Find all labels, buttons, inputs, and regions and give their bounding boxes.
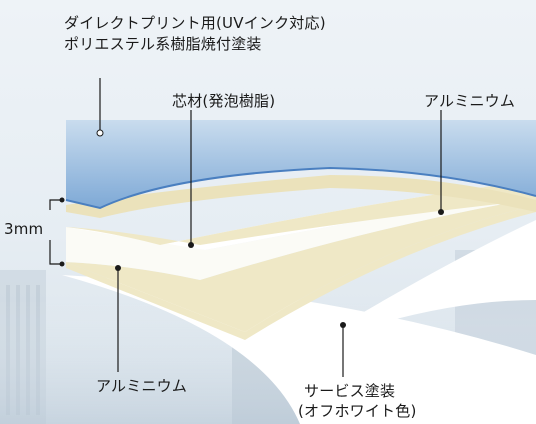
dot-aluminium-top: [438, 209, 444, 215]
print-coating-edge: [65, 166, 536, 210]
leader-lines: [49, 78, 442, 377]
label-service-line1: サービス塗装: [304, 382, 396, 400]
dot-aluminium-bottom: [115, 265, 121, 271]
backing-white: [66, 220, 536, 350]
label-core: 芯材(発泡樹脂): [172, 92, 276, 110]
label-thickness: 3mm: [4, 220, 44, 238]
aluminium-upper-face: [66, 175, 536, 218]
aluminium-lower-layer: [66, 205, 536, 340]
dot-service: [340, 322, 346, 328]
label-service-line2: (オフホワイト色): [298, 402, 417, 420]
aluminium-upper-layer: [66, 180, 536, 245]
print-coating-layer: [66, 120, 536, 208]
label-aluminium-bottom: アルミニウム: [96, 377, 188, 395]
aluminium-lower-face: [66, 198, 536, 332]
label-aluminium-top: アルミニウム: [424, 92, 516, 110]
thickness-bracket-bottom: [49, 240, 62, 265]
dot-thickness-top: [59, 197, 65, 203]
dot-thickness-bottom: [59, 261, 65, 267]
dot-top-coating: [96, 129, 104, 137]
leader-dots: [59, 129, 444, 328]
label-top-coating-line2: ポリエステル系樹脂焼付塗装: [64, 35, 262, 53]
thickness-bracket-top: [49, 199, 62, 210]
dot-core: [188, 242, 194, 248]
panel-layers: [62, 120, 536, 424]
label-top-coating-line1: ダイレクトプリント用(UVインク対応): [64, 14, 326, 32]
